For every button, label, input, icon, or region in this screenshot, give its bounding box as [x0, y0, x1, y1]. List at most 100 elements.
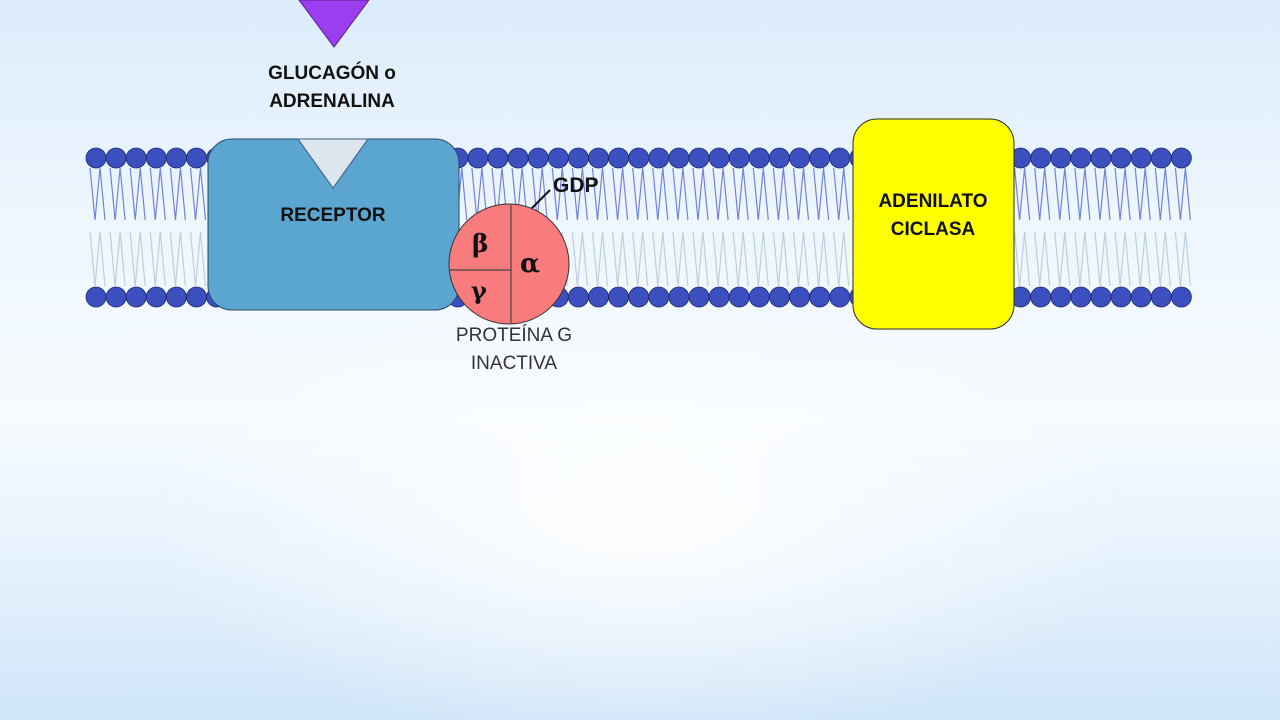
lipid-tail — [1074, 231, 1091, 287]
lipid-head — [165, 286, 187, 308]
lipid-tail — [149, 167, 166, 221]
lipid-head — [769, 147, 790, 169]
g-protein-shape — [448, 203, 570, 325]
lipid-tail — [772, 167, 789, 221]
lipid-tail — [672, 231, 689, 287]
lipid-tail — [169, 231, 186, 287]
lipid-tail — [732, 231, 749, 287]
lipid-tail — [692, 167, 709, 221]
lipid-head — [105, 147, 127, 169]
lipid-head — [728, 147, 750, 169]
lipid-head — [608, 286, 629, 308]
lipid-head — [809, 147, 830, 169]
lipid-head — [507, 147, 529, 169]
lipid-head — [125, 147, 147, 169]
lipid-head — [688, 286, 710, 308]
lipid-tail — [833, 167, 850, 221]
lipid-tail — [712, 167, 729, 221]
receptor-label: RECEPTOR — [280, 205, 386, 226]
lipid-head — [648, 147, 670, 169]
lipid-tail — [813, 167, 830, 221]
lipid-tail — [612, 231, 629, 287]
lipid-tail — [813, 231, 830, 287]
lipid-tail — [732, 167, 749, 221]
lipid-head — [527, 147, 549, 169]
lipid-tail — [632, 231, 649, 287]
lipid-head — [568, 286, 589, 308]
lipid-tail — [109, 167, 126, 221]
lipid-head — [125, 286, 147, 308]
lipid-tail — [1154, 231, 1171, 287]
lipid-head — [1030, 286, 1052, 308]
lipid-head — [688, 147, 710, 169]
lipid-head — [789, 286, 810, 308]
lipid-tail — [571, 167, 588, 221]
lipid-tail — [1094, 231, 1111, 287]
lipid-head — [728, 286, 750, 308]
lipid-head — [1110, 286, 1132, 308]
lipid-head — [1090, 147, 1112, 169]
lipid-tail — [632, 167, 649, 221]
subunit-beta-label: β — [472, 229, 489, 258]
ligand-shape — [298, 0, 370, 48]
lipid-head — [608, 147, 629, 169]
lipid-head — [628, 286, 650, 308]
lipid-tail — [511, 167, 528, 221]
lipid-tail — [551, 167, 568, 221]
lipid-head — [568, 147, 589, 169]
lipid-tail — [1054, 167, 1071, 221]
adenylate-cyclase-shape — [852, 118, 1015, 330]
lipid-head — [1150, 147, 1172, 169]
gdp-pointer — [529, 189, 551, 211]
lipid-tail — [792, 231, 810, 287]
subunit-alpha-label: α — [520, 249, 541, 279]
lipid-tail — [471, 167, 488, 221]
lipid-tail — [169, 167, 186, 221]
lipid-tail — [712, 231, 729, 287]
lipid-head — [1150, 286, 1172, 308]
receptor-binding-site — [297, 138, 369, 189]
lipid-head — [588, 286, 609, 308]
lipid-tail — [1054, 231, 1071, 287]
lipid-head — [748, 286, 770, 308]
lipid-head — [1070, 147, 1092, 169]
lipid-head — [145, 286, 167, 308]
lipid-tail — [189, 231, 207, 287]
lipid-head — [668, 147, 690, 169]
lipid-head — [829, 286, 851, 308]
adenylate-cyclase-label-line2: CICLASA — [890, 219, 976, 240]
lipid-tail — [672, 167, 689, 221]
lipid-head — [1130, 147, 1152, 169]
lipid-head — [1070, 286, 1092, 308]
g-protein-label-line1: PROTEÍNA G — [455, 325, 573, 346]
lipid-head — [1090, 286, 1112, 308]
lipid-head — [769, 286, 790, 308]
lipid-tail — [1134, 167, 1151, 221]
ligand-label-line1: GLUCAGÓN o — [268, 63, 396, 84]
lipid-head — [648, 286, 670, 308]
lipid-tail — [149, 231, 166, 287]
lipid-tail — [752, 167, 769, 221]
lipid-head — [467, 147, 489, 169]
lipid-head — [809, 286, 830, 308]
lipid-tail — [1174, 167, 1191, 221]
lipid-head — [186, 286, 207, 308]
lipid-tail — [1114, 167, 1131, 221]
lipid-head — [668, 286, 690, 308]
lipid-tail — [1014, 231, 1031, 287]
lipid-tail — [1014, 167, 1031, 221]
lipid-tail — [792, 167, 810, 221]
gdp-label: GDP — [553, 174, 599, 197]
lipid-head — [708, 147, 730, 169]
lipid-head — [1171, 147, 1192, 169]
lipid-tail — [652, 167, 669, 221]
lipid-head — [85, 286, 107, 308]
lipid-head — [1130, 286, 1152, 308]
lipid-head — [85, 147, 107, 169]
lipid-tail — [1094, 167, 1111, 221]
lipid-tail — [491, 167, 508, 221]
lipid-tail — [1034, 167, 1051, 221]
lipid-tail — [692, 231, 709, 287]
subunit-gamma-label: γ — [471, 276, 487, 305]
